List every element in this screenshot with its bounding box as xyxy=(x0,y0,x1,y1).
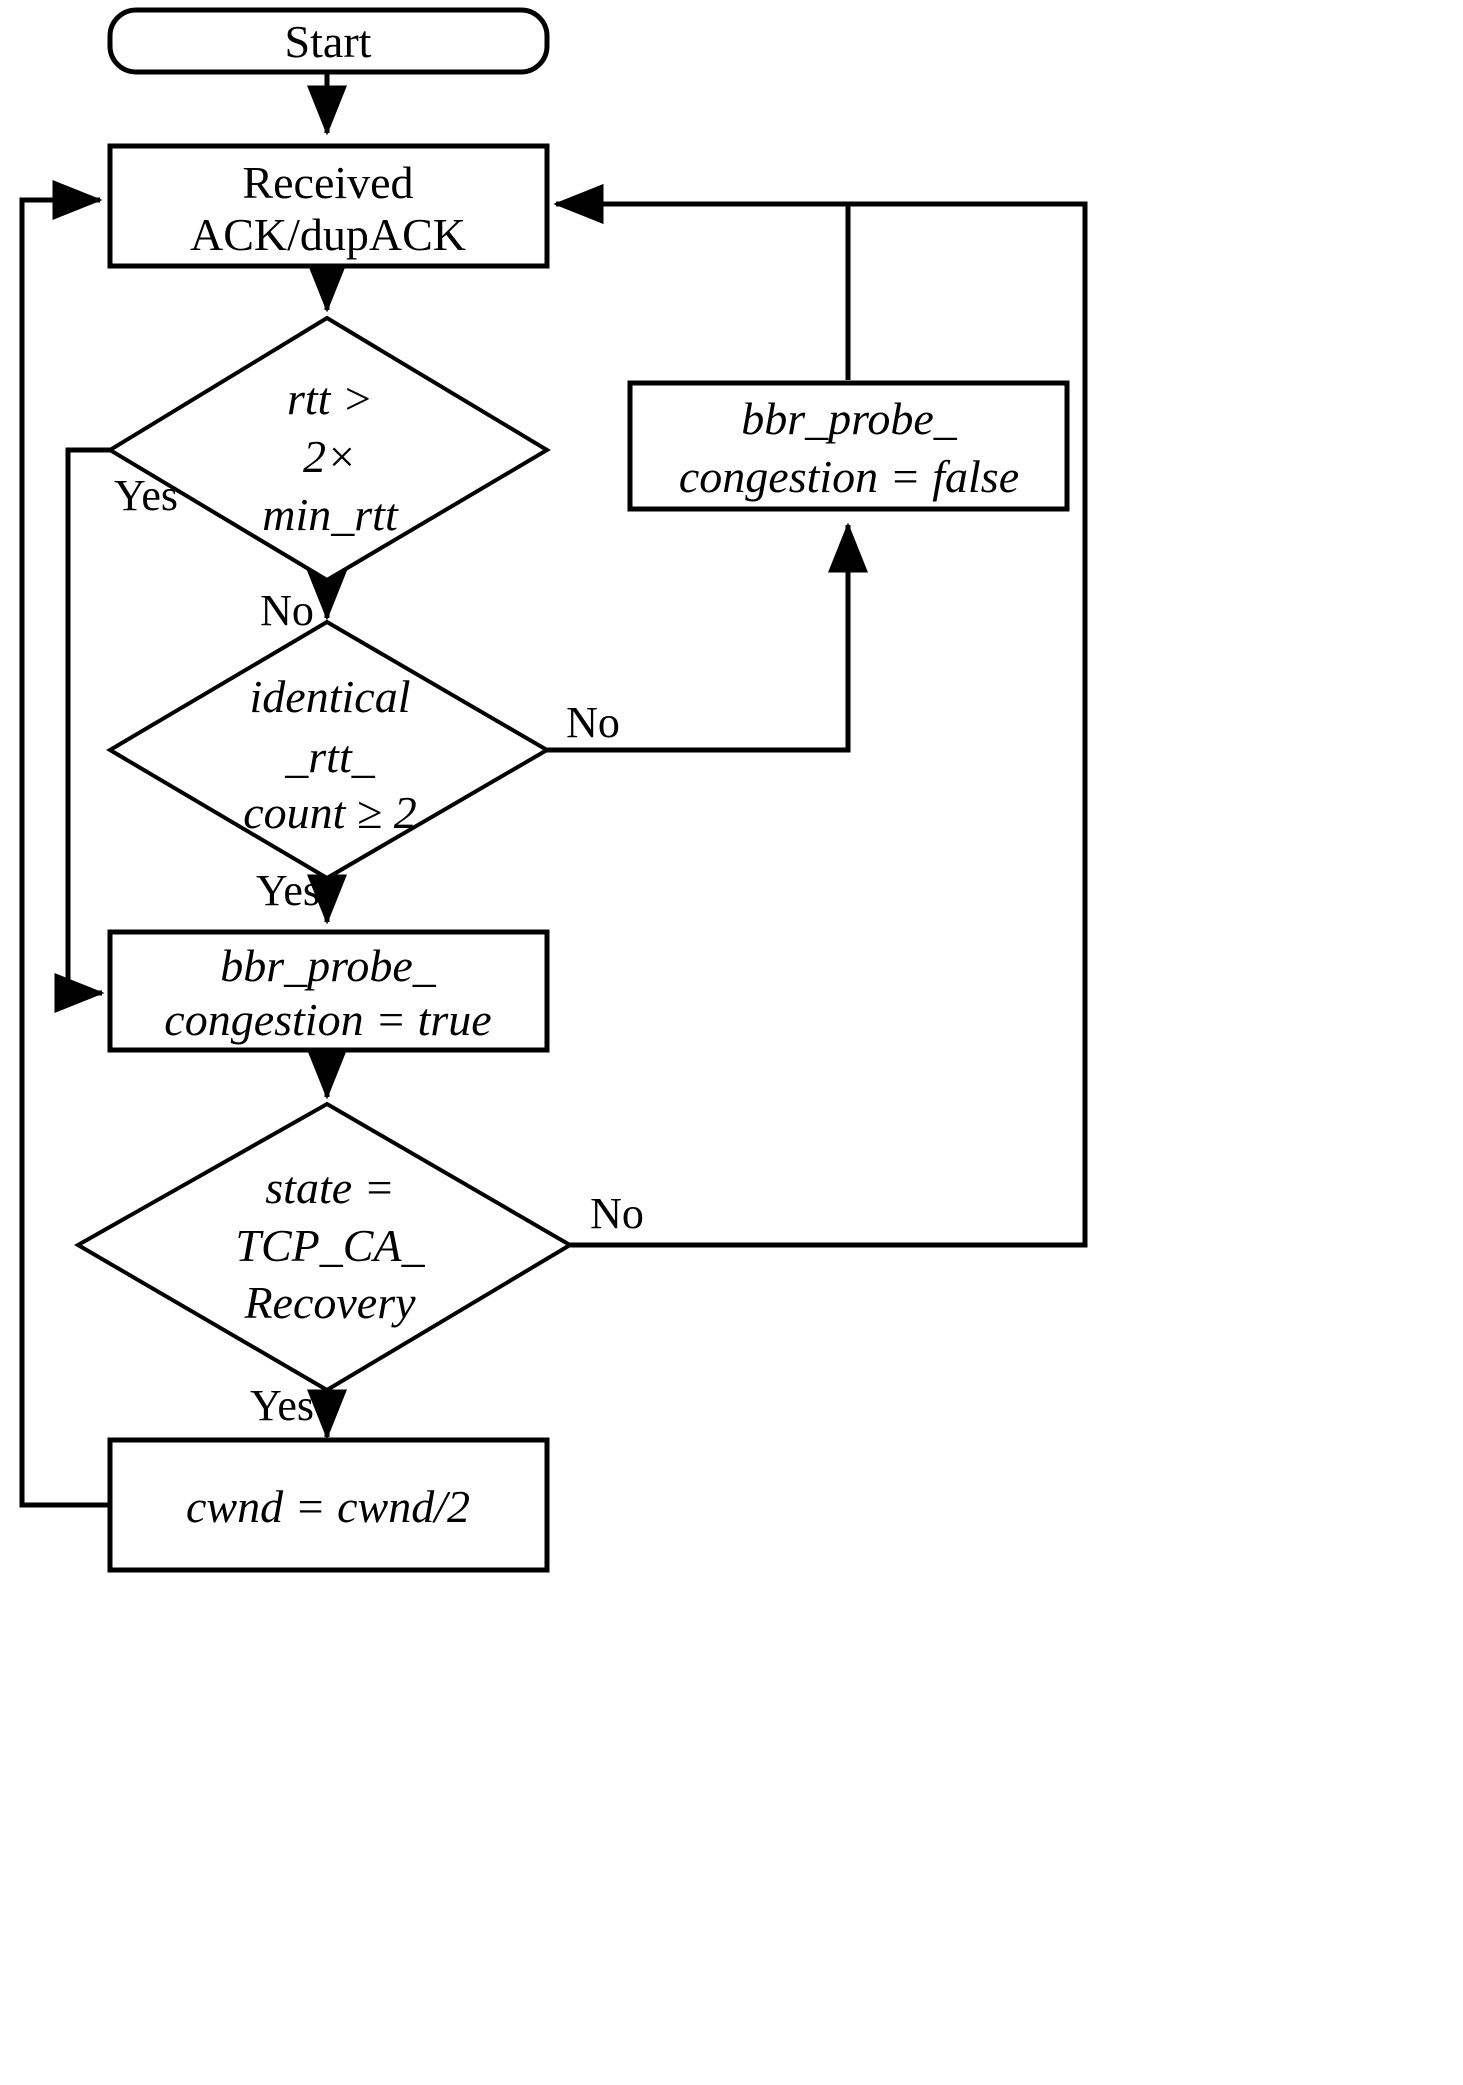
node-decision-identical[interactable] xyxy=(106,619,551,881)
node-decision-rtt[interactable] xyxy=(106,315,551,583)
node-cwnd-half-line1: cwnd = cwnd/2 xyxy=(186,1481,470,1532)
node-decision-rtt-line1: rtt > xyxy=(287,373,373,424)
edge-label-state-yes: Yes xyxy=(250,1381,314,1430)
node-probe-true-line2: congestion = true xyxy=(164,994,491,1045)
edge-identical-no-to-probe-false xyxy=(545,522,868,753)
edge-cwnd-to-received xyxy=(19,180,110,1508)
node-decision-identical-line2: _rtt_ xyxy=(284,731,375,782)
node-decision-rtt-line3: min_rtt xyxy=(262,489,399,540)
node-decision-state-line3: Recovery xyxy=(243,1277,416,1328)
node-start-label: Start xyxy=(285,16,372,67)
node-probe-false[interactable] xyxy=(627,380,1070,512)
node-received-line2: ACK/dupACK xyxy=(190,209,466,260)
node-start[interactable] xyxy=(107,7,550,75)
node-decision-state[interactable] xyxy=(73,1101,574,1393)
node-probe-true-line1: bbr_probe_ xyxy=(220,940,437,991)
edge-label-rtt-no: No xyxy=(260,586,314,635)
edge-rtt-yes-to-probe-true xyxy=(54,447,110,1013)
node-received-line1: Received xyxy=(242,157,413,208)
node-decision-rtt-line2: 2× xyxy=(303,431,357,482)
edge-label-rtt-yes: Yes xyxy=(114,471,178,520)
node-cwnd-half[interactable] xyxy=(107,1437,550,1573)
edge-label-identical-yes: Yes xyxy=(256,866,320,915)
edge-state-no-to-received xyxy=(553,184,1088,1248)
edge-probe-false-to-received xyxy=(553,184,851,380)
node-probe-false-line1: bbr_probe_ xyxy=(741,393,958,444)
edge-label-state-no: No xyxy=(590,1189,644,1238)
node-decision-identical-line1: identical xyxy=(250,671,411,722)
node-decision-identical-line3: count ≥ 2 xyxy=(243,787,416,838)
node-probe-true[interactable] xyxy=(107,929,550,1053)
edge-label-identical-no: No xyxy=(566,698,620,747)
node-probe-false-line2: congestion = false xyxy=(679,451,1019,502)
node-decision-state-line2: TCP_CA_ xyxy=(235,1220,425,1271)
node-received[interactable] xyxy=(107,143,550,269)
node-decision-state-line1: state = xyxy=(265,1162,394,1213)
